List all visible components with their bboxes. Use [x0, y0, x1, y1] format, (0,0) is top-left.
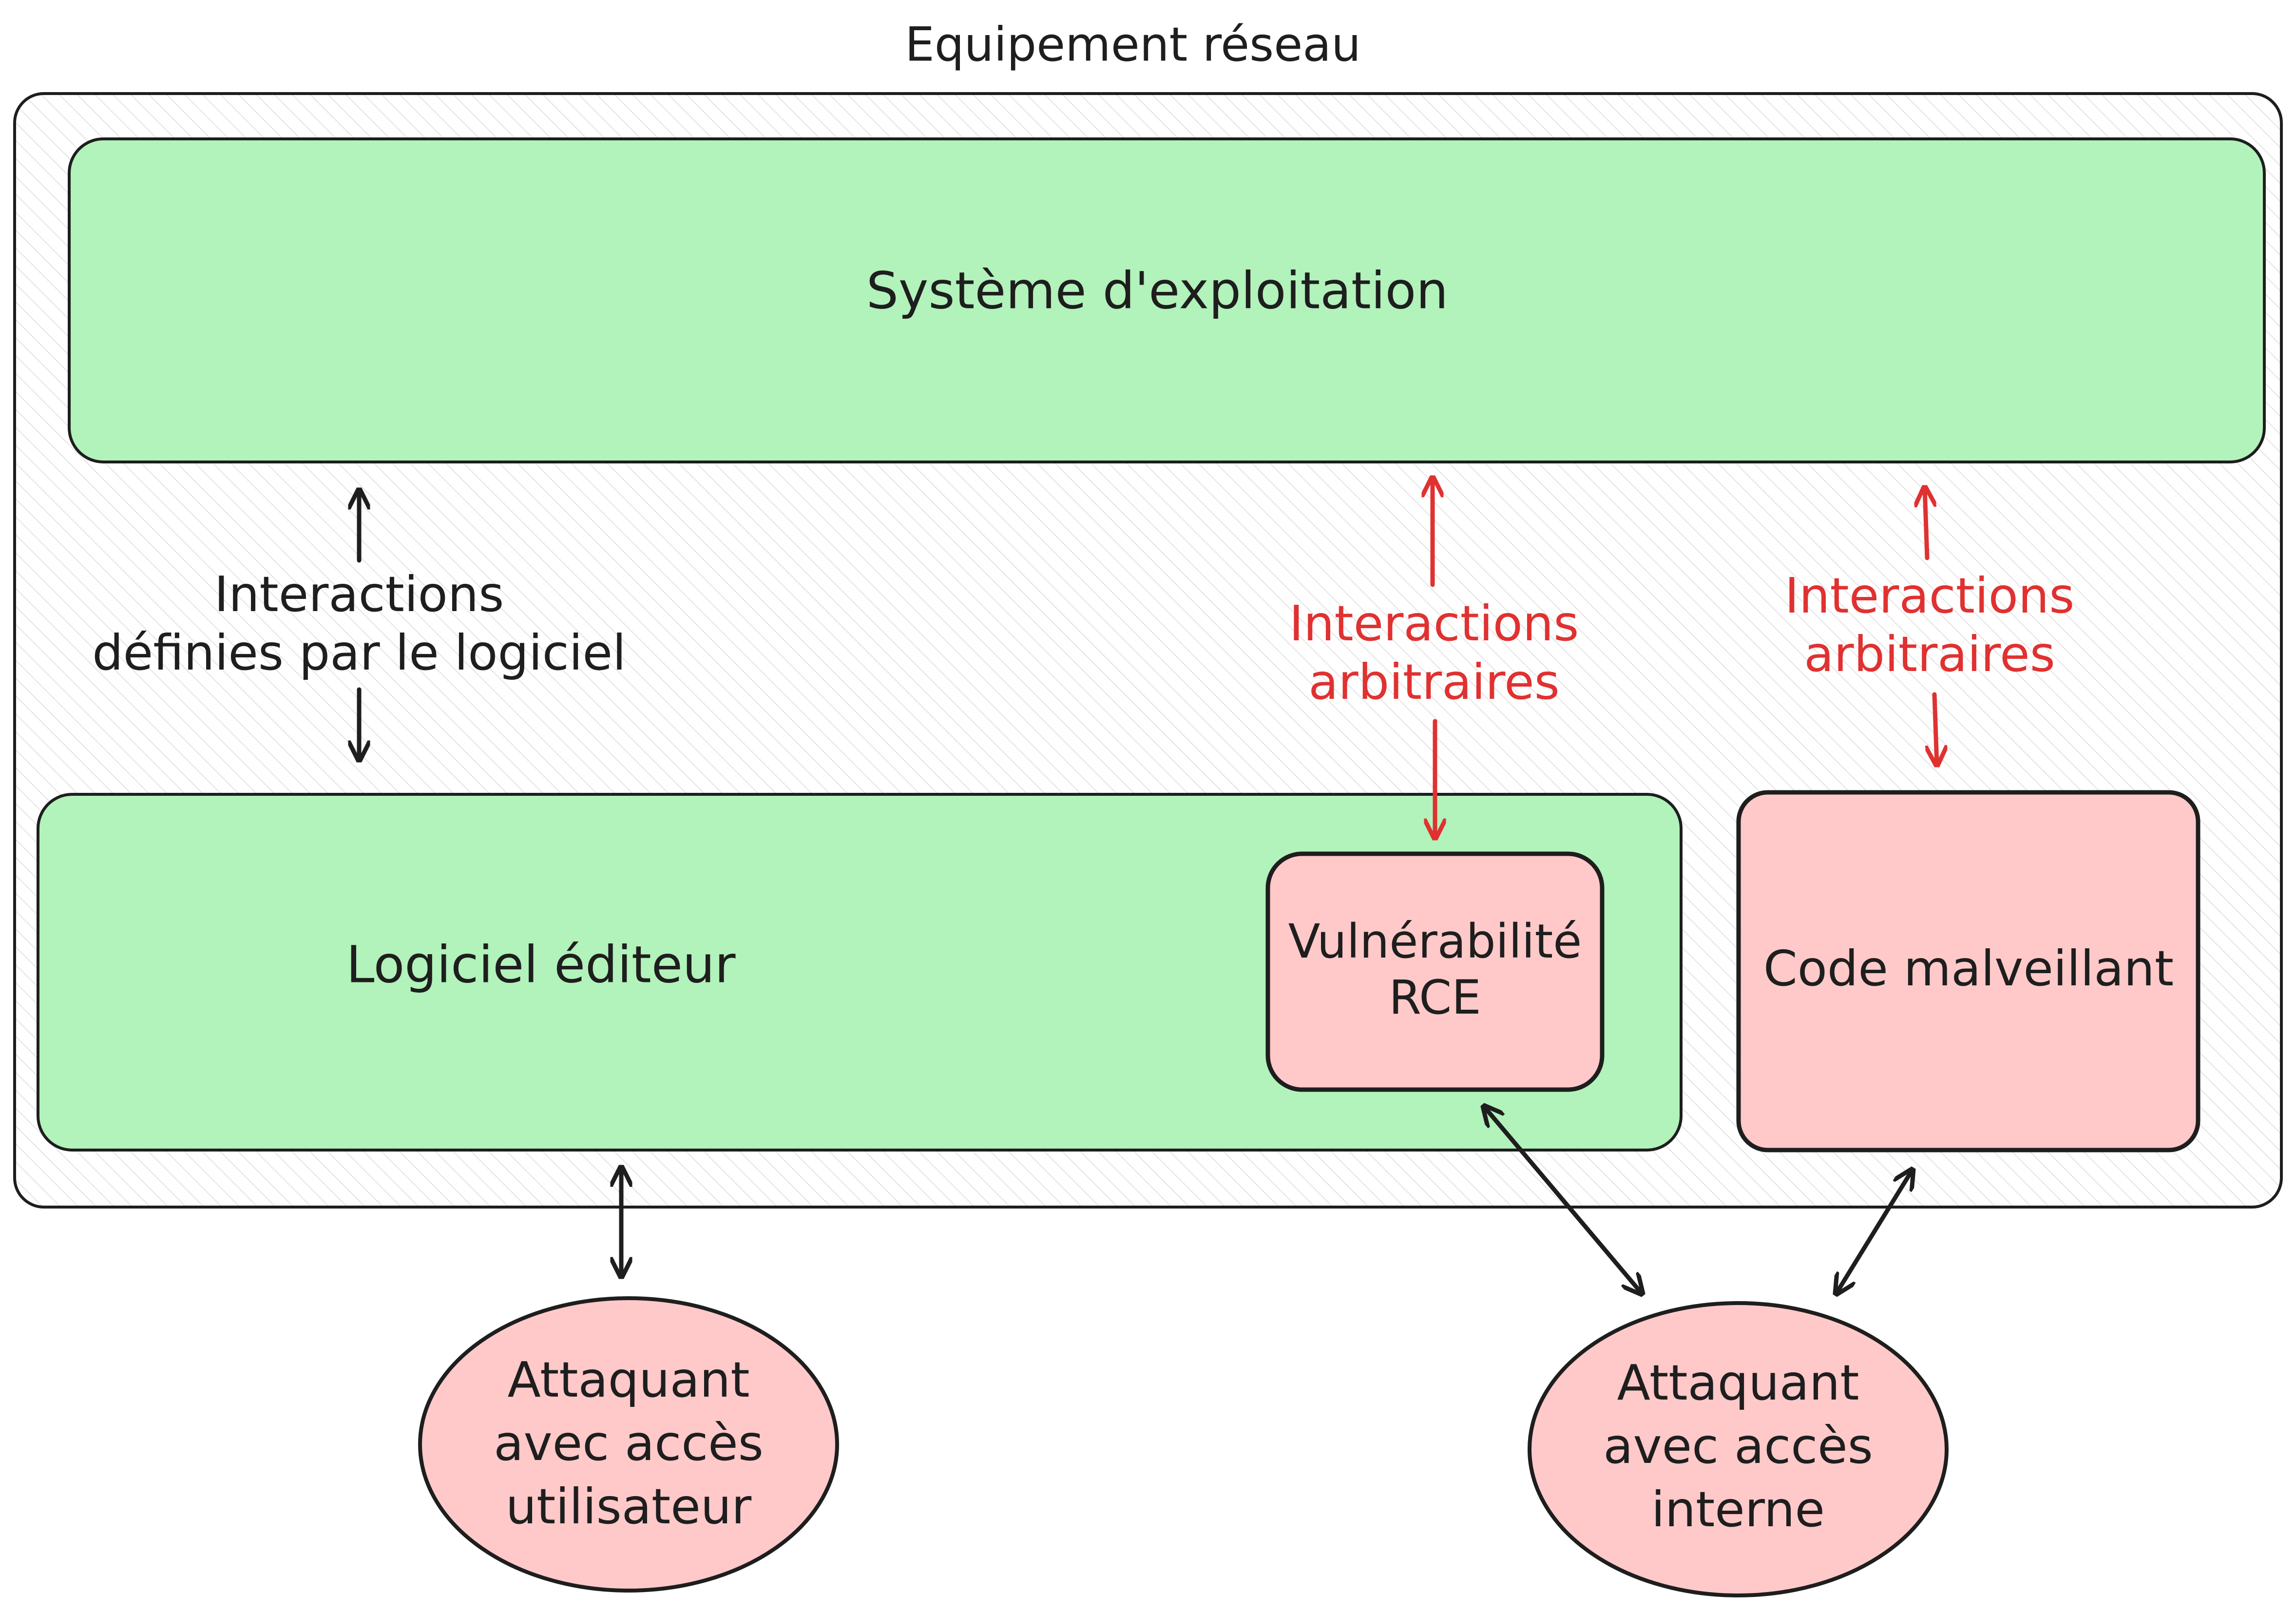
internal-attacker-to-rce-arrow [1484, 1106, 1642, 1294]
arbitrary-interactions-1-label: Interactions arbitraires [1289, 595, 1579, 711]
malicious-code-label: Code malveillant [1763, 940, 2174, 997]
os-label: Système d'exploitation [866, 261, 1449, 321]
arbitrary-interactions-2-label: Interactions arbitraires [1785, 567, 2075, 684]
arbitrary-interaction-2-arrow-down [1934, 692, 1937, 765]
defined-interactions-line-2: définies par le logiciel [92, 624, 626, 681]
attacker-user-ellipse [418, 1296, 839, 1593]
attacker-internal-line-3: interne [1651, 1481, 1825, 1538]
os-box [68, 137, 2266, 463]
arbitrary-interaction-2-arrow-up [1925, 487, 1927, 560]
arbitrary-2-line-1: Interactions [1784, 567, 2075, 624]
attacker-user-label: Attaquant avec accès utilisateur [494, 1348, 764, 1538]
attacker-user-line-2: avec accès [494, 1415, 764, 1472]
rce-vulnerability-label: Vulnérabilité RCE [1288, 914, 1582, 1026]
arbitrary-2-line-2: arbitraires [1804, 626, 2055, 683]
attacker-user-line-1: Attaquant [507, 1351, 750, 1408]
internal-attacker-to-malware-arrow [1836, 1170, 1913, 1294]
attacker-internal-label: Attaquant avec accès interne [1603, 1351, 1873, 1541]
attacker-internal-line-2: avec accès [1603, 1418, 1873, 1475]
defined-interactions-line-1: Interactions [214, 566, 504, 623]
attacker-internal-line-1: Attaquant [1617, 1354, 1859, 1411]
rce-line-1: Vulnérabilité [1288, 914, 1582, 969]
defined-interactions-label: Interactions définies par le logiciel [92, 565, 626, 682]
rce-line-2: RCE [1389, 970, 1481, 1025]
arbitrary-1-line-2: arbitraires [1308, 653, 1560, 710]
container-title: Equipement réseau [905, 17, 1361, 72]
rce-vulnerability-box [1265, 851, 1605, 1092]
attacker-internal-ellipse [1528, 1301, 1949, 1597]
arbitrary-1-line-1: Interactions [1289, 595, 1579, 652]
vendor-software-label: Logiciel éditeur [346, 935, 736, 995]
attacker-user-line-3: utilisateur [505, 1478, 752, 1535]
malicious-code-box [1736, 790, 2200, 1152]
